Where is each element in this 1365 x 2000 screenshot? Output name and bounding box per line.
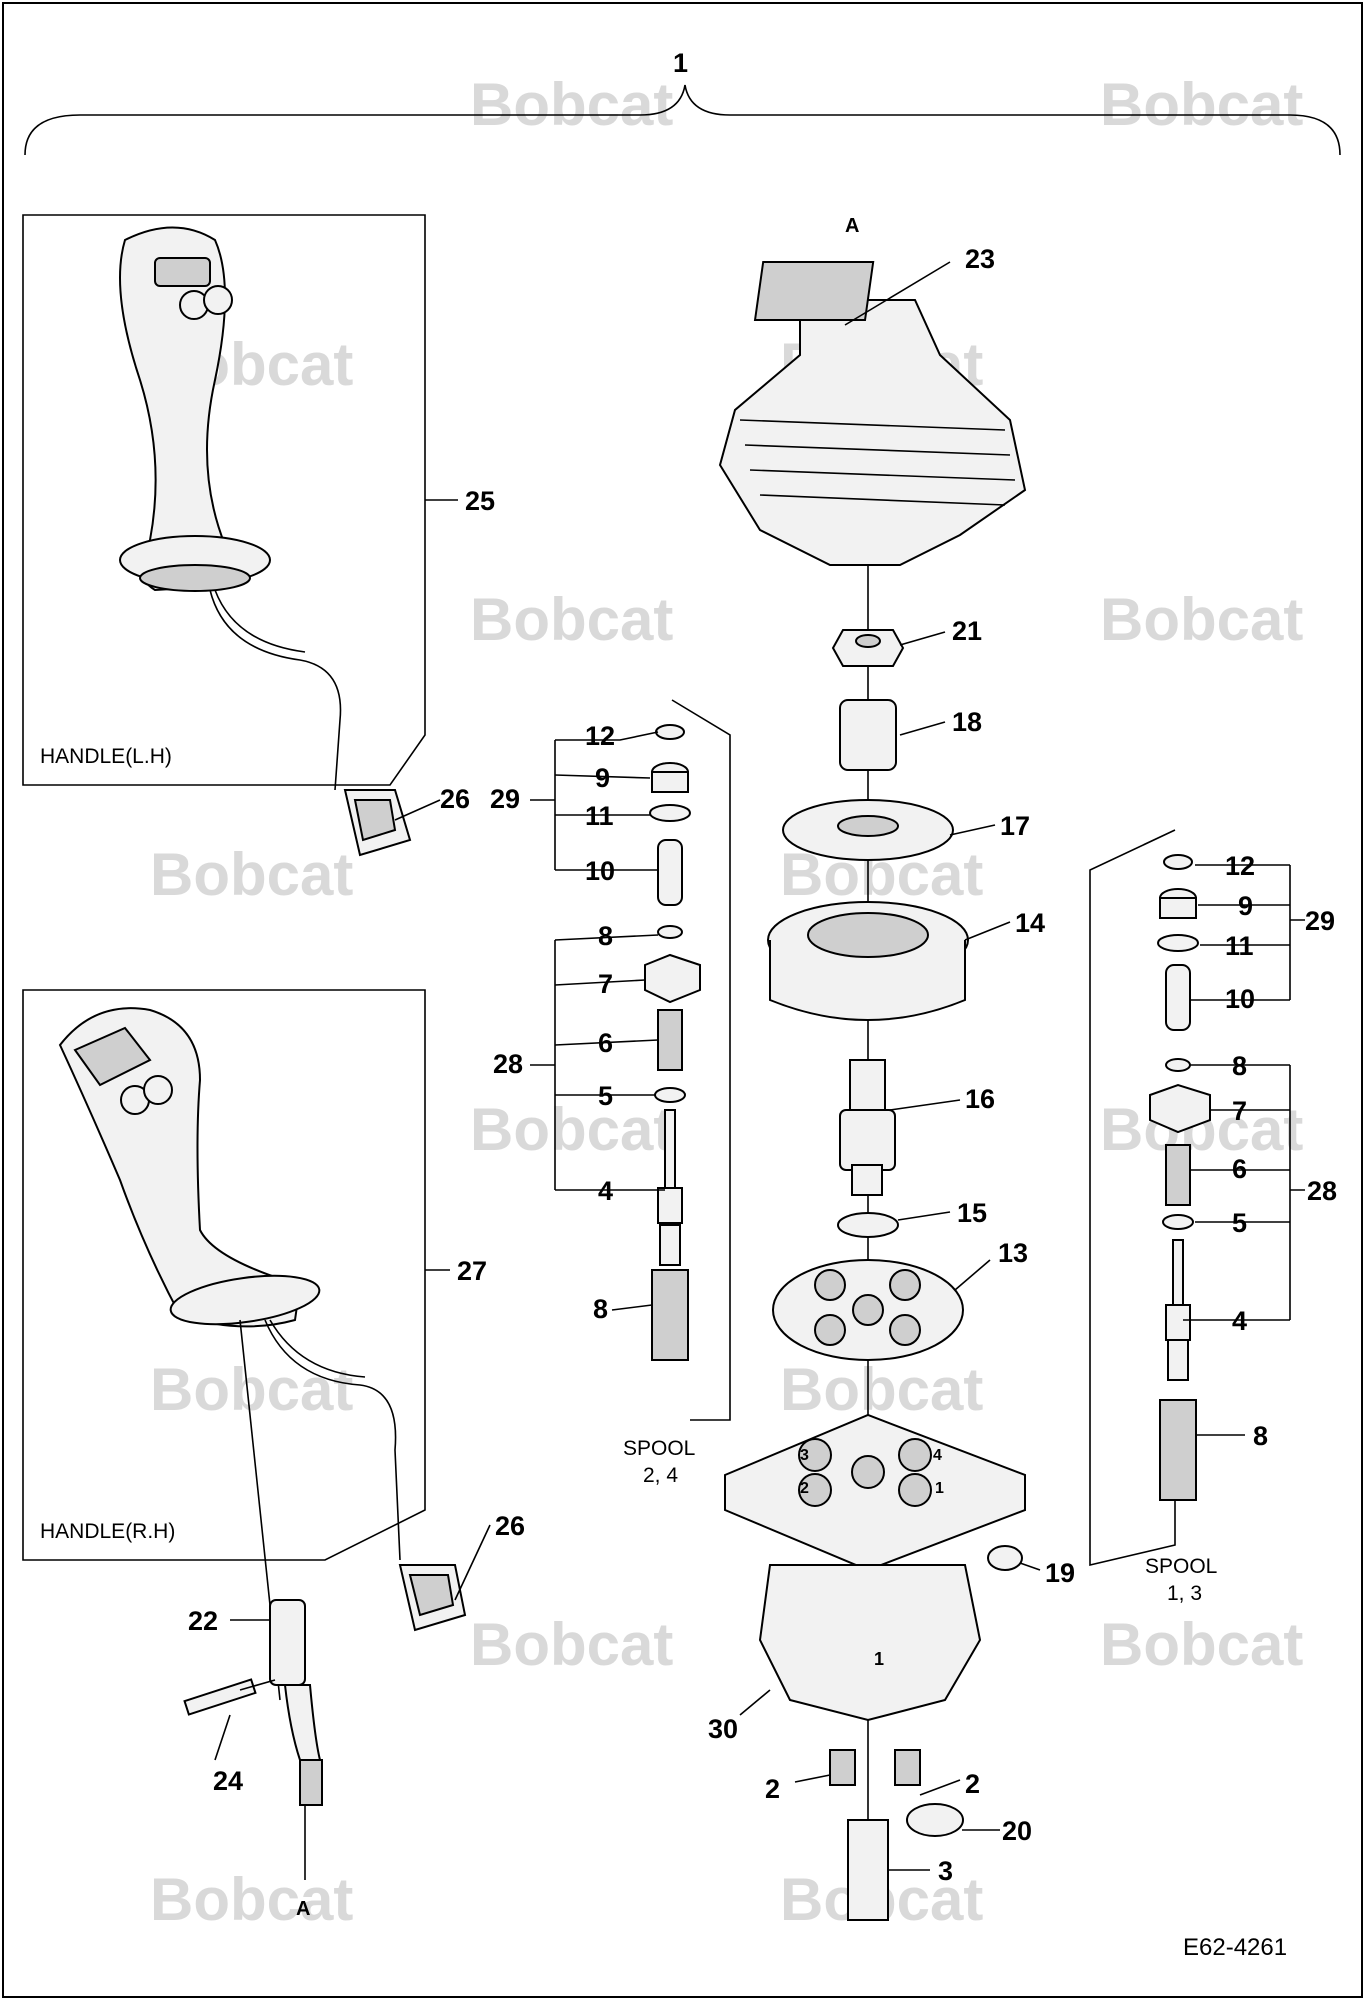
callout-16: 16 bbox=[965, 1084, 995, 1114]
callout-8-right-a: 8 bbox=[1232, 1051, 1247, 1081]
watermark: Bobcat bbox=[470, 586, 673, 653]
callout-17: 17 bbox=[1000, 811, 1030, 841]
callout-19: 19 bbox=[1045, 1558, 1075, 1588]
callout-3: 3 bbox=[938, 1856, 953, 1886]
connector-26-bottom bbox=[398, 1564, 467, 1632]
callout-20: 20 bbox=[1002, 1816, 1032, 1846]
callout-30: 30 bbox=[708, 1714, 738, 1744]
spool-left-title: SPOOL bbox=[623, 1437, 695, 1460]
watermark: Bobcat bbox=[1100, 1611, 1303, 1678]
callout-5-left: 5 bbox=[598, 1081, 613, 1111]
port-number: 4 bbox=[933, 1447, 942, 1464]
callout-29-right: 29 bbox=[1305, 906, 1335, 936]
callout-8-left-a: 8 bbox=[598, 921, 613, 951]
callout-10-right: 10 bbox=[1225, 984, 1255, 1014]
figure-code: E62-4261 bbox=[1183, 1934, 1287, 1961]
left-spool-stack bbox=[644, 699, 731, 1421]
watermark: Bobcat bbox=[470, 1096, 673, 1163]
callout-28-right: 28 bbox=[1307, 1176, 1337, 1206]
connector-26-top bbox=[343, 789, 412, 857]
right-spool-stack bbox=[1089, 829, 1211, 1567]
handle-lh-label: HANDLE(L.H) bbox=[40, 745, 172, 768]
callout-11-left: 11 bbox=[585, 801, 614, 831]
callout-29-left: 29 bbox=[490, 784, 520, 814]
callout-25: 25 bbox=[465, 486, 495, 516]
handle-shaft bbox=[183, 1319, 323, 1880]
port-number: 1 bbox=[935, 1480, 944, 1497]
callout-2-right: 2 bbox=[965, 1769, 980, 1799]
handle-rh-label: HANDLE(R.H) bbox=[40, 1520, 175, 1543]
callout-26-bottom: 26 bbox=[495, 1511, 525, 1541]
spool-right-numbers: 1, 3 bbox=[1167, 1582, 1202, 1605]
callout-18: 18 bbox=[952, 707, 982, 737]
callout-9-right: 9 bbox=[1238, 891, 1253, 921]
callout-10-left: 10 bbox=[585, 856, 615, 886]
callout-6-left: 6 bbox=[598, 1028, 613, 1058]
watermark: Bobcat bbox=[150, 1356, 353, 1423]
watermark: Bobcat bbox=[150, 1866, 353, 1933]
callout-14: 14 bbox=[1015, 908, 1045, 938]
spool-right-title: SPOOL bbox=[1145, 1555, 1217, 1578]
callout-12-right: 12 bbox=[1225, 851, 1255, 881]
callout-7-right: 7 bbox=[1232, 1096, 1247, 1126]
callout-15: 15 bbox=[957, 1198, 987, 1228]
callout-6-right: 6 bbox=[1232, 1154, 1247, 1184]
callout-9-left: 9 bbox=[595, 763, 610, 793]
callout-22: 22 bbox=[188, 1606, 218, 1636]
callout-26-top: 26 bbox=[440, 784, 470, 814]
watermark: Bobcat bbox=[150, 841, 353, 908]
port-number: 2 bbox=[800, 1480, 809, 1497]
callout-21: 21 bbox=[952, 616, 982, 646]
callout-5-right: 5 bbox=[1232, 1208, 1247, 1238]
callout-8-left-b: 8 bbox=[593, 1294, 608, 1324]
callout-28-left: 28 bbox=[493, 1049, 523, 1079]
watermark: Bobcat bbox=[470, 1611, 673, 1678]
callout-4-left: 4 bbox=[598, 1176, 613, 1206]
center-stack bbox=[718, 261, 1027, 1921]
callout-4-right: 4 bbox=[1232, 1306, 1247, 1336]
callout-11-right: 11 bbox=[1225, 931, 1254, 961]
watermark: Bobcat bbox=[470, 71, 673, 138]
handle-lh bbox=[119, 226, 342, 791]
watermark: Bobcat bbox=[1100, 71, 1303, 138]
callout-13: 13 bbox=[998, 1238, 1028, 1268]
body-number: 1 bbox=[874, 1649, 884, 1669]
assembly-brace bbox=[24, 84, 1341, 156]
handle-rh-box bbox=[22, 989, 426, 1561]
callout-1: 1 bbox=[673, 48, 688, 78]
view-marker-top: A bbox=[845, 215, 859, 237]
leader-lines bbox=[214, 261, 1305, 1871]
watermarks: Bobcat Bobcat Bobcat Bobcat Bobcat Bobca… bbox=[150, 71, 1303, 1933]
watermark: Bobcat bbox=[1100, 586, 1303, 653]
port-number: 3 bbox=[800, 1447, 809, 1464]
spool-left-numbers: 2, 4 bbox=[643, 1464, 678, 1487]
callout-12-left: 12 bbox=[585, 721, 615, 751]
callouts: 25 26 27 26 22 24 23 21 18 17 14 16 15 1… bbox=[188, 244, 1337, 1886]
callout-24: 24 bbox=[213, 1766, 243, 1796]
watermark: Bobcat bbox=[780, 1356, 983, 1423]
view-marker-bottom: A bbox=[296, 1898, 310, 1920]
callout-2-left: 2 bbox=[765, 1774, 780, 1804]
callout-7-left: 7 bbox=[598, 969, 613, 999]
callout-23: 23 bbox=[965, 244, 995, 274]
handle-lh-box bbox=[22, 214, 426, 786]
callout-8-right-b: 8 bbox=[1253, 1421, 1268, 1451]
handle-rh bbox=[58, 1007, 401, 1561]
callout-27: 27 bbox=[457, 1256, 487, 1286]
